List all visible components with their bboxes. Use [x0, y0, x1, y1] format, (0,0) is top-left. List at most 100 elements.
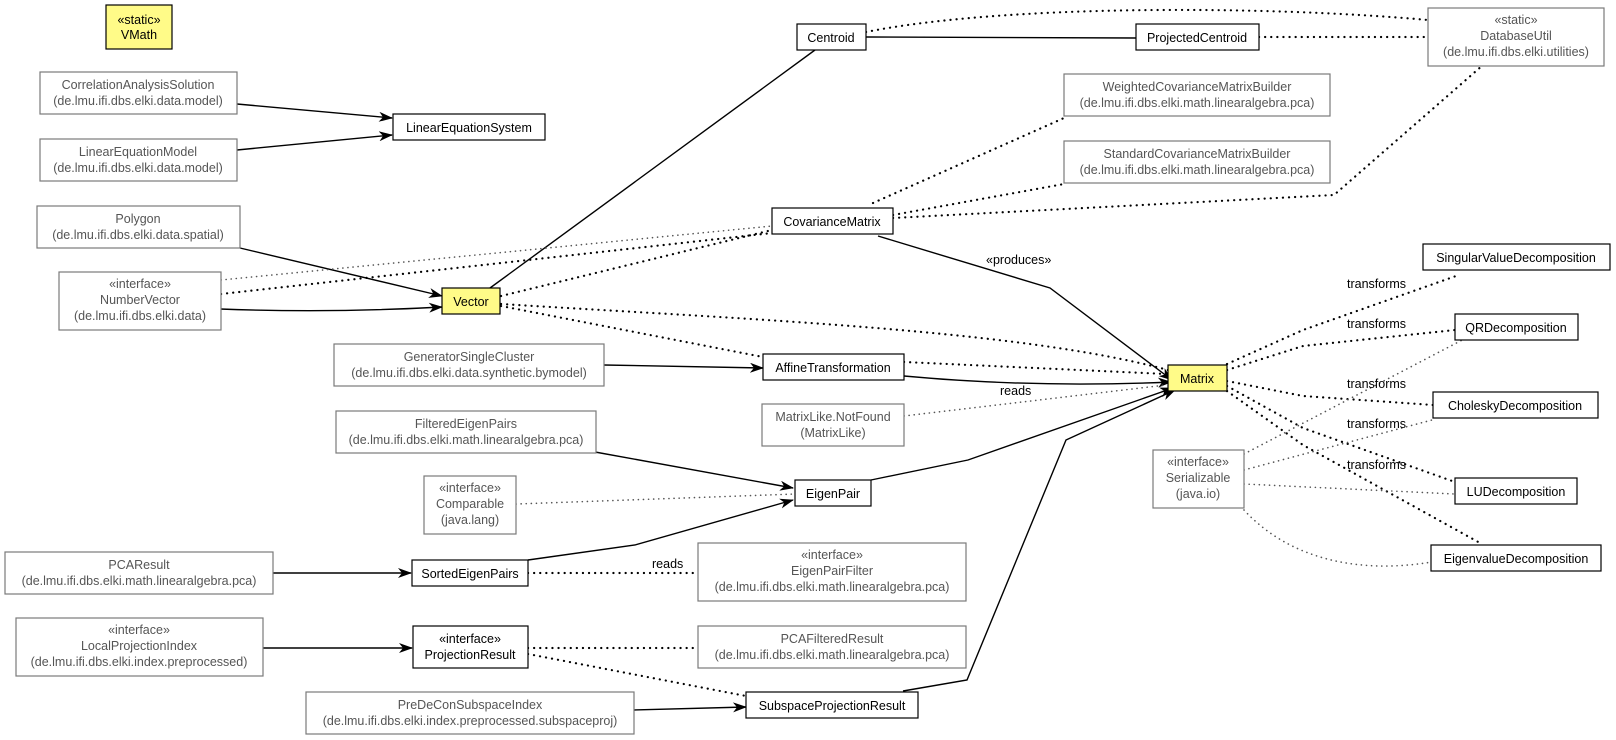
edge-vector-matrix — [499, 302, 1170, 372]
edge-cov-databaseutil — [891, 63, 1485, 220]
edge-matrix-eig — [1225, 389, 1482, 545]
edge-centroid-databaseutil — [864, 8, 1430, 34]
class-affine-transformation[interactable]: AffineTransformation — [762, 353, 905, 381]
edge-matrix-svd — [1225, 274, 1458, 366]
svg-text:DatabaseUtil: DatabaseUtil — [1480, 29, 1552, 43]
class-vector[interactable]: Vector — [441, 287, 501, 315]
svg-text:(java.lang): (java.lang) — [441, 513, 499, 527]
svg-text:StandardCovarianceMatrixBuilde: StandardCovarianceMatrixBuilder — [1104, 147, 1291, 161]
edge-comparable-eigenpair — [515, 493, 796, 505]
class-projected-centroid[interactable]: ProjectedCentroid — [1135, 23, 1260, 51]
edge-affine-matrix-dotted — [902, 360, 1168, 376]
svg-text:Polygon: Polygon — [115, 212, 160, 226]
class-sorted-eigen-pairs[interactable]: SortedEigenPairs — [411, 559, 529, 587]
svg-text:(de.lmu.ifi.dbs.elki.data.mode: (de.lmu.ifi.dbs.elki.data.model) — [53, 94, 223, 108]
edge-matrix-chol — [1225, 379, 1435, 407]
svg-text:LUDecomposition: LUDecomposition — [1467, 485, 1566, 499]
svg-text:PCAFilteredResult: PCAFilteredResult — [781, 632, 884, 646]
svg-text:EigenPair: EigenPair — [806, 487, 860, 501]
edge-gsc-to-affine — [603, 362, 764, 373]
label-produces: «produces» — [986, 253, 1051, 267]
svg-text:(de.lmu.ifi.dbs.elki.data.spat: (de.lmu.ifi.dbs.elki.data.spatial) — [52, 228, 224, 242]
svg-text:MatrixLike.NotFound: MatrixLike.NotFound — [775, 410, 890, 424]
edge-fep-to-eigenpair — [594, 451, 794, 491]
svg-text:(de.lmu.ifi.dbs.elki.data.mode: (de.lmu.ifi.dbs.elki.data.model) — [53, 161, 223, 175]
svg-text:SortedEigenPairs: SortedEigenPairs — [421, 567, 518, 581]
edge-polygon-to-vector — [239, 247, 443, 298]
class-predecon-subspace-index[interactable]: PreDeConSubspaceIndex (de.lmu.ifi.dbs.el… — [305, 691, 635, 735]
edge-spr-to-matrix — [902, 389, 1176, 692]
class-polygon[interactable]: Polygon (de.lmu.ifi.dbs.elki.data.spatia… — [36, 205, 241, 249]
class-singular-value-decomposition[interactable]: SingularValueDecomposition — [1422, 243, 1611, 271]
class-matrix[interactable]: Matrix — [1167, 364, 1228, 392]
svg-text:Comparable: Comparable — [436, 497, 504, 511]
class-eigenvalue-decomposition[interactable]: EigenvalueDecomposition — [1430, 544, 1602, 572]
edge-matrix-qr — [1225, 328, 1457, 372]
class-filtered-eigen-pairs[interactable]: FilteredEigenPairs (de.lmu.ifi.dbs.elki.… — [335, 410, 597, 454]
edge-covariance-to-matrix — [877, 235, 1173, 381]
class-matrixlike-notfound[interactable]: MatrixLike.NotFound (MatrixLike) — [761, 403, 905, 447]
class-cholesky-decomposition[interactable]: CholeskyDecomposition — [1432, 391, 1599, 419]
svg-text:(de.lmu.ifi.dbs.elki.math.line: (de.lmu.ifi.dbs.elki.math.linearalgebra.… — [22, 574, 257, 588]
interface-eigen-pair-filter[interactable]: «interface» EigenPairFilter (de.lmu.ifi.… — [697, 542, 967, 602]
svg-text:SubspaceProjectionResult: SubspaceProjectionResult — [759, 699, 906, 713]
svg-text:AffineTransformation: AffineTransformation — [775, 361, 890, 375]
class-database-util[interactable]: «static» DatabaseUtil (de.lmu.ifi.dbs.el… — [1427, 7, 1605, 67]
class-covariance-matrix[interactable]: CovarianceMatrix — [771, 207, 894, 235]
edge-serializable-qr — [1243, 337, 1467, 455]
edge-affine-to-matrix — [903, 375, 1172, 388]
svg-text:(de.lmu.ifi.dbs.elki.math.line: (de.lmu.ifi.dbs.elki.math.linearalgebra.… — [349, 433, 584, 447]
svg-text:Serializable: Serializable — [1166, 471, 1231, 485]
class-pca-filtered-result[interactable]: PCAFilteredResult (de.lmu.ifi.dbs.elki.m… — [697, 625, 967, 669]
svg-text:«interface»: «interface» — [109, 277, 171, 291]
class-vmath[interactable]: «static» VMath — [105, 4, 173, 50]
label-transforms-eig: transforms — [1347, 458, 1406, 472]
class-linear-equation-model[interactable]: LinearEquationModel (de.lmu.ifi.dbs.elki… — [39, 138, 238, 182]
edge-numbervector-cov — [219, 231, 774, 296]
edges — [219, 8, 1485, 713]
interface-projection-result[interactable]: «interface» ProjectionResult — [412, 625, 529, 669]
edge-eigenpair-to-matrix — [870, 387, 1174, 481]
class-lu-decomposition[interactable]: LUDecomposition — [1454, 477, 1578, 505]
class-pca-result[interactable]: PCAResult (de.lmu.ifi.dbs.elki.math.line… — [4, 551, 274, 595]
edge-serializable-lu — [1243, 483, 1456, 495]
class-weighted-covariance-matrix-builder[interactable]: WeightedCovarianceMatrixBuilder (de.lmu.… — [1063, 73, 1331, 117]
label-transforms-chol: transforms — [1347, 377, 1406, 391]
interface-serializable[interactable]: «interface» Serializable (java.io) — [1152, 449, 1245, 509]
class-linear-equation-system[interactable]: LinearEquationSystem — [392, 113, 546, 141]
label-transforms-qr: transforms — [1347, 317, 1406, 331]
svg-text:EigenvalueDecomposition: EigenvalueDecomposition — [1444, 552, 1589, 566]
class-centroid[interactable]: Centroid — [796, 23, 867, 51]
edge-correlation-to-les — [236, 103, 393, 122]
svg-text:LinearEquationModel: LinearEquationModel — [79, 145, 197, 159]
edge-projresult-spr — [526, 652, 748, 698]
svg-text:«interface»: «interface» — [439, 481, 501, 495]
svg-text:(de.lmu.ifi.dbs.elki.data.synt: (de.lmu.ifi.dbs.elki.data.synthetic.bymo… — [351, 366, 587, 380]
svg-text:FilteredEigenPairs: FilteredEigenPairs — [415, 417, 517, 431]
svg-text:PCAResult: PCAResult — [108, 558, 170, 572]
class-standard-covariance-matrix-builder[interactable]: StandardCovarianceMatrixBuilder (de.lmu.… — [1063, 140, 1331, 184]
class-correlation-analysis-solution[interactable]: CorrelationAnalysisSolution (de.lmu.ifi.… — [39, 71, 238, 115]
edge-matrix-lu — [1225, 384, 1457, 484]
edge-lem-to-les — [236, 131, 393, 151]
class-generator-single-cluster[interactable]: GeneratorSingleCluster (de.lmu.ifi.dbs.e… — [333, 343, 605, 387]
svg-text:VMath: VMath — [121, 28, 157, 42]
edge-vector-affine — [499, 304, 765, 359]
interface-comparable[interactable]: «interface» Comparable (java.lang) — [423, 475, 517, 535]
edge-sorted-to-eigenpair — [527, 498, 794, 561]
interface-number-vector[interactable]: «interface» NumberVector (de.lmu.ifi.dbs… — [58, 271, 222, 331]
svg-text:(de.lmu.ifi.dbs.elki.index.pre: (de.lmu.ifi.dbs.elki.index.preprocessed.… — [323, 714, 618, 728]
svg-text:(de.lmu.ifi.dbs.elki.math.line: (de.lmu.ifi.dbs.elki.math.linearalgebra.… — [715, 580, 950, 594]
svg-text:(de.lmu.ifi.dbs.elki.utilities: (de.lmu.ifi.dbs.elki.utilities) — [1443, 45, 1589, 59]
interface-local-projection-index[interactable]: «interface» LocalProjectionIndex (de.lmu… — [15, 617, 264, 677]
class-subspace-projection-result[interactable]: SubspaceProjectionResult — [745, 691, 919, 719]
class-eigen-pair[interactable]: EigenPair — [794, 479, 872, 507]
edge-centroid-projected — [865, 36, 1137, 39]
class-qr-decomposition[interactable]: QRDecomposition — [1454, 313, 1579, 341]
svg-text:EigenPairFilter: EigenPairFilter — [791, 564, 873, 578]
svg-text:«static»: «static» — [117, 13, 160, 27]
svg-text:(java.io): (java.io) — [1176, 487, 1220, 501]
svg-text:ProjectedCentroid: ProjectedCentroid — [1147, 31, 1247, 45]
svg-text:CovarianceMatrix: CovarianceMatrix — [783, 215, 881, 229]
